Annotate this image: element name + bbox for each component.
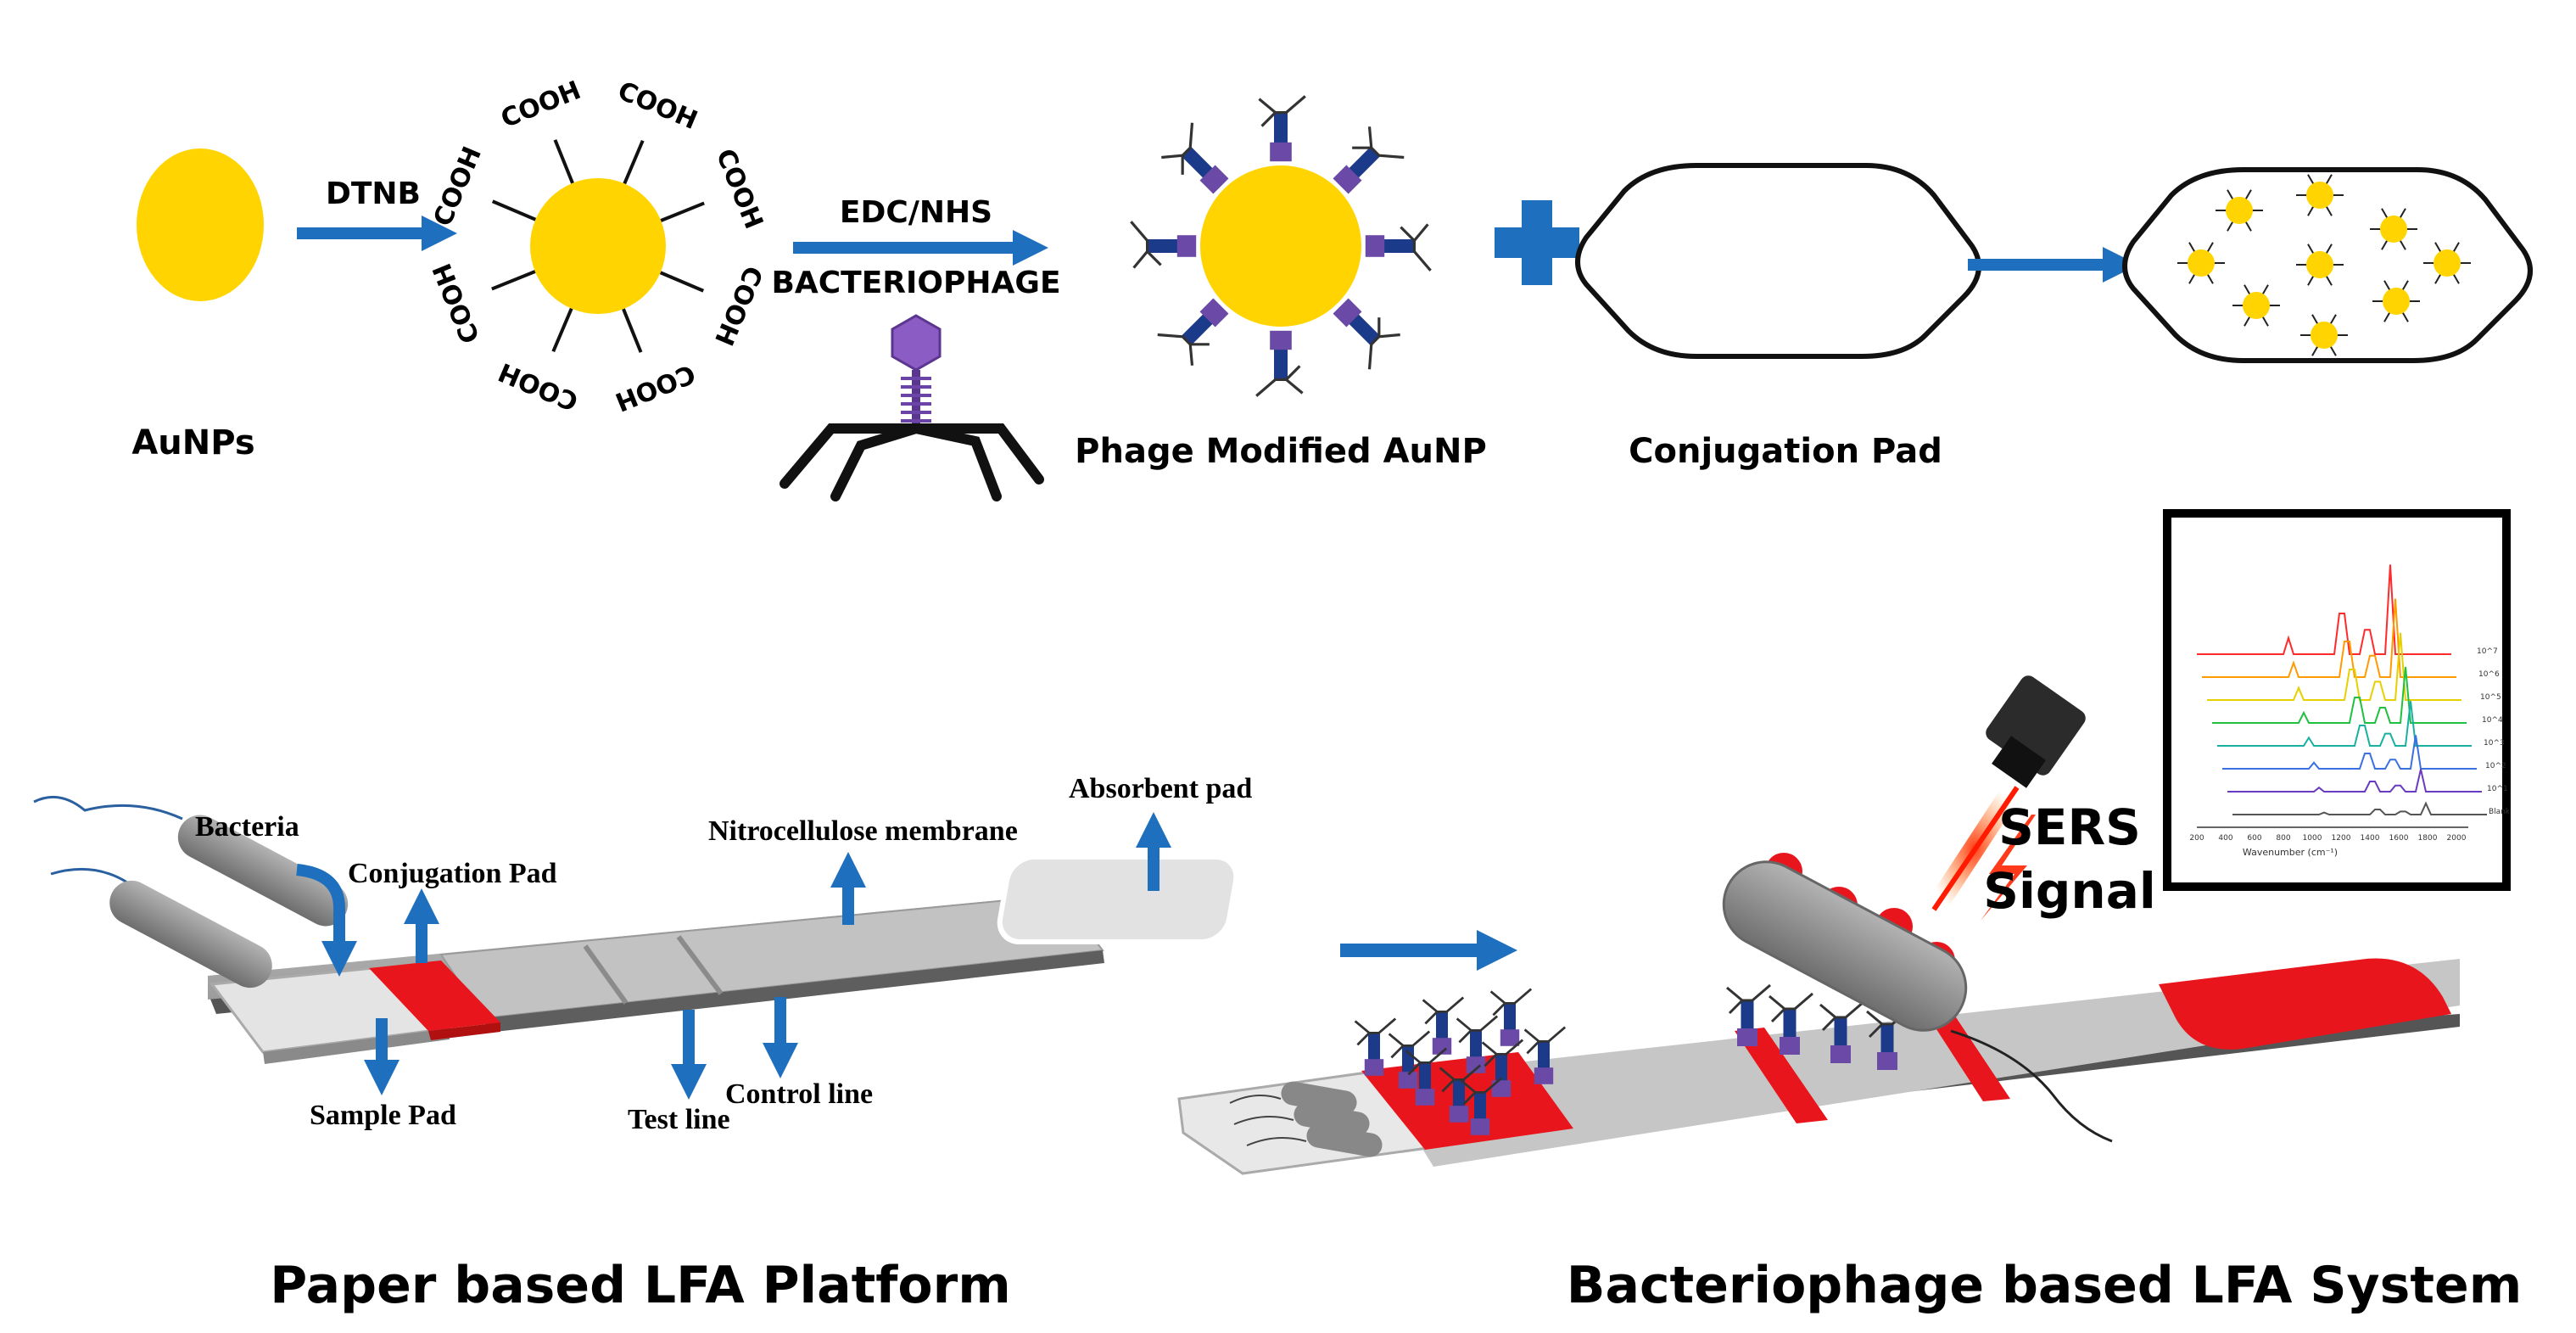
spectrum-tick: 1000	[2303, 834, 2322, 843]
bacteria-on-sample-pad	[1229, 1081, 1383, 1157]
control-line-stripe	[676, 935, 724, 995]
laser-icon	[1925, 675, 2086, 916]
cooh-group-label: COOH	[497, 76, 585, 134]
cooh-group-label: COOH	[495, 356, 583, 417]
cooh-group-label: COOH	[611, 358, 699, 417]
plain-aunp	[137, 148, 264, 301]
spectrum-xlabel: Wavenumber (cm⁻¹)	[2243, 847, 2338, 858]
cooh-group-label: COOH	[710, 145, 768, 233]
bacteriophage-icon	[780, 314, 1044, 501]
sers-spectrum-inset: 200 400 600 800 1000 1200 1400 1600 1800 2000 10^7…	[2163, 509, 2511, 891]
lightning-icon	[1981, 815, 2036, 921]
spectrum-series-label: 10^3	[2484, 739, 2505, 748]
absorbent-pad-label: Absorbent pad	[1069, 773, 1252, 804]
spectrum-series-label: 10^7	[2477, 647, 2498, 656]
spectrum-tick: 1600	[2389, 834, 2409, 843]
spectrum-tick: 600	[2247, 834, 2261, 843]
test-line-label: Test line	[628, 1104, 730, 1135]
spectrum-series-label: 10^5	[2480, 693, 2501, 702]
sample-pad-label: Sample Pad	[310, 1100, 456, 1131]
spectrum-series-label: 10^4	[2482, 716, 2503, 725]
cooh-group-label: COOH	[708, 261, 768, 350]
bacteriophage-label: BACTERIOPHAGE	[771, 266, 1060, 300]
spectrum-series-label: Blank	[2489, 808, 2511, 816]
spectrum-series-label: 10^2	[2485, 762, 2506, 770]
conjugation-pad-loaded	[2122, 167, 2533, 363]
captured-bacterium	[1722, 853, 2113, 1143]
spectrum-tick: 1800	[2418, 834, 2438, 843]
dtnb-label: DTNB	[326, 176, 421, 211]
phage-modified-label: Phage Modified AuNP	[1075, 432, 1487, 471]
cooh-group-label: COOH	[613, 76, 701, 136]
bacteria-arrow	[296, 864, 357, 977]
left-conjugation-pad-label: Conjugation Pad	[348, 858, 557, 889]
conjugation-pad-label: Conjugation Pad	[1629, 432, 1942, 471]
spectrum-tick: 1400	[2361, 834, 2380, 843]
spectrum-series-label: 10^1	[2487, 785, 2508, 793]
spectrum-series-label: 10^6	[2478, 670, 2500, 679]
edc-nhs-label: EDC/NHS	[840, 195, 992, 230]
phages-on-conjugation-pad	[1354, 988, 1567, 1135]
bacteria-left	[33, 795, 349, 989]
spectrum-tick: 400	[2218, 834, 2232, 843]
nitrocellulose-label: Nitrocellulose membrane	[708, 815, 1018, 847]
left-caption: Paper based LFA Platform	[270, 1256, 1010, 1315]
cooh-group-label: COOH	[427, 259, 486, 347]
aunps-label: AuNPs	[131, 423, 254, 462]
control-line-label: Control line	[725, 1078, 873, 1110]
phage-modified-aunp	[1130, 95, 1432, 397]
signal-label: Signal	[1983, 862, 2155, 920]
sers-label: SERS	[1998, 798, 2141, 856]
test-line-stripe	[583, 944, 629, 1005]
cooh-group-label: COOH	[427, 143, 488, 231]
plus-icon	[1495, 200, 1579, 285]
bacteria-label: Bacteria	[195, 811, 299, 843]
spectrum-tick: 2000	[2447, 834, 2467, 843]
spectrum-tick: 800	[2276, 834, 2290, 843]
conjugation-pad-empty	[1575, 163, 1981, 359]
right-caption: Bacteriophage based LFA System	[1567, 1256, 2523, 1315]
spectrum-tick: 1200	[2332, 834, 2351, 843]
spectrum-tick: 200	[2189, 834, 2204, 843]
paper-lfa-strip	[208, 854, 1239, 1064]
